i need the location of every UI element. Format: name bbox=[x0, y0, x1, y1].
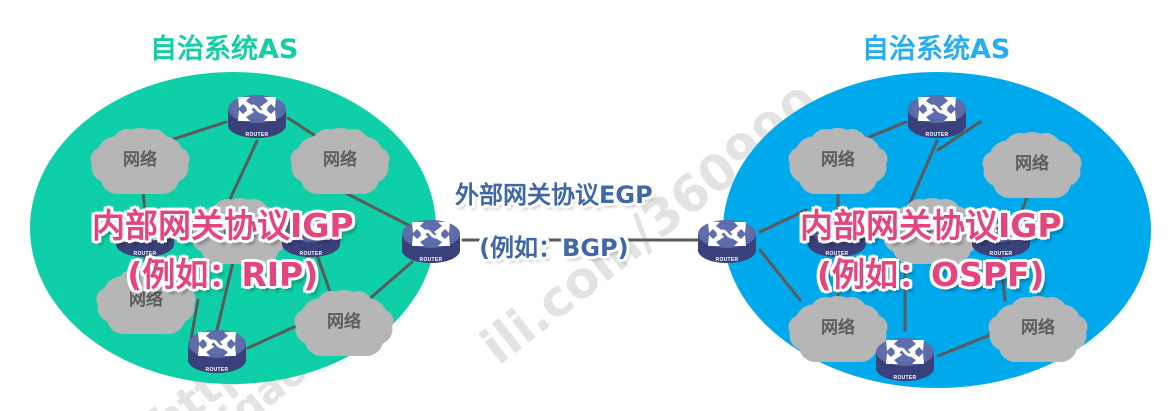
router-node: ROUTER bbox=[806, 206, 868, 260]
network-cloud-label: 网络 bbox=[327, 311, 361, 332]
network-cloud-label: 网络 bbox=[821, 149, 855, 170]
egp-protocol-label: 外部网关协议EGP (例如：BGP) bbox=[455, 182, 653, 262]
router-label: ROUTER bbox=[299, 251, 323, 257]
router-label: ROUTER bbox=[989, 251, 1013, 257]
router-node: ROUTER bbox=[226, 87, 288, 141]
router-node: ROUTER bbox=[874, 330, 936, 384]
router-node: ROUTER bbox=[114, 206, 176, 260]
network-cloud-label: 网络 bbox=[323, 149, 357, 170]
router-label: ROUTER bbox=[419, 257, 443, 263]
router-node: ROUTER bbox=[186, 322, 248, 376]
network-cloud-label: 网络 bbox=[1021, 317, 1055, 338]
as-title-right: 自治系统AS bbox=[862, 34, 1011, 65]
router-label: ROUTER bbox=[925, 132, 949, 138]
igp-protocol-label-right: 内部网关协议IGP (例如：OSPF) bbox=[800, 206, 1062, 294]
network-cloud: 网络 bbox=[292, 290, 396, 356]
router-node: ROUTER bbox=[280, 206, 342, 260]
network-cloud-label: 网络 bbox=[223, 219, 257, 240]
as-title-left: 自治系统AS bbox=[150, 34, 299, 65]
igp-label-line2: (例如：RIP) bbox=[127, 254, 319, 294]
network-cloud: 网络 bbox=[880, 198, 984, 264]
router-label: ROUTER bbox=[825, 251, 849, 257]
network-cloud-label: 网络 bbox=[129, 289, 163, 310]
network-cloud-label: 网络 bbox=[821, 317, 855, 338]
network-cloud: 网络 bbox=[986, 296, 1090, 362]
router-node: ROUTER bbox=[696, 212, 758, 266]
igp-label-line1: 内部网关协议IGP bbox=[800, 206, 1062, 245]
network-cloud-label: 网络 bbox=[1015, 153, 1049, 174]
network-cloud: 网络 bbox=[288, 128, 392, 194]
router-node: ROUTER bbox=[906, 87, 968, 141]
igp-protocol-label-left: 内部网关协议IGP (例如：RIP) bbox=[92, 206, 354, 294]
network-cloud: 网络 bbox=[786, 296, 890, 362]
egp-label-line1: 外部网关协议EGP bbox=[455, 181, 653, 209]
network-cloud: 网络 bbox=[980, 132, 1084, 198]
network-cloud-label: 网络 bbox=[123, 149, 157, 170]
igp-label-line1: 内部网关协议IGP bbox=[92, 206, 354, 245]
network-cloud: 网络 bbox=[94, 268, 198, 334]
network-cloud: 网络 bbox=[188, 198, 292, 264]
network-cloud-label: 网络 bbox=[915, 219, 949, 240]
router-label: ROUTER bbox=[893, 375, 917, 381]
router-node: ROUTER bbox=[400, 212, 462, 266]
router-node: ROUTER bbox=[970, 206, 1032, 260]
router-label: ROUTER bbox=[715, 257, 739, 263]
network-cloud: 网络 bbox=[786, 128, 890, 194]
network-cloud: 网络 bbox=[88, 128, 192, 194]
egp-label-line2: (例如：BGP) bbox=[479, 233, 629, 262]
router-label: ROUTER bbox=[245, 132, 269, 138]
igp-label-line2: (例如：OSPF) bbox=[816, 254, 1045, 294]
router-label: ROUTER bbox=[205, 367, 229, 373]
router-label: ROUTER bbox=[133, 251, 157, 257]
